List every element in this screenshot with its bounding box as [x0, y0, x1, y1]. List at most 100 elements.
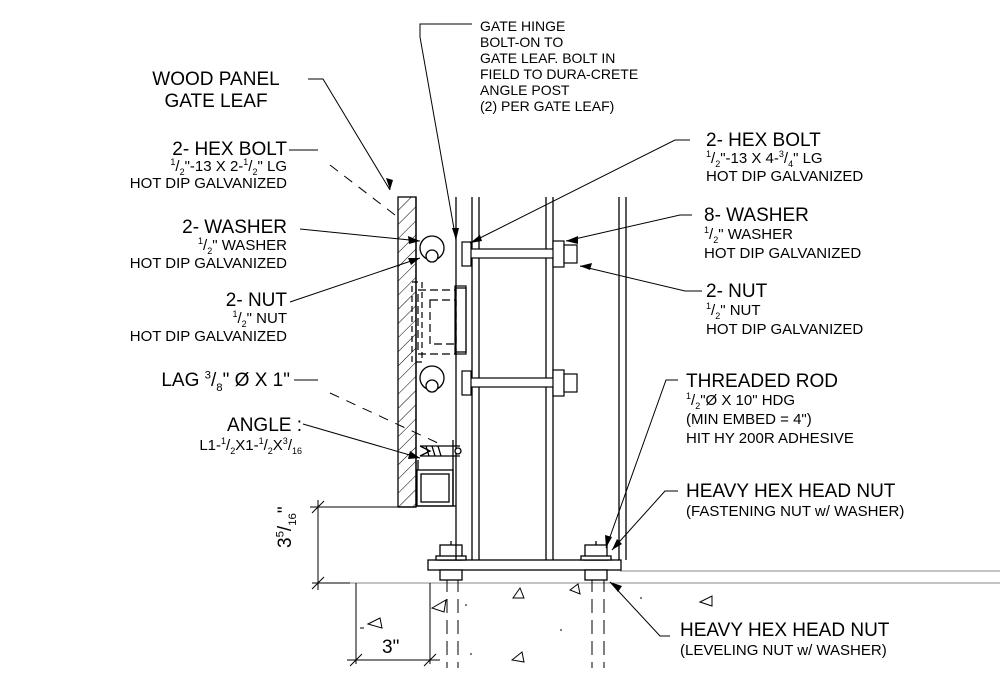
hex-bolt-right-spec: 1/2"-13 X 4-3/4" LG — [706, 149, 823, 169]
base-plate — [427, 541, 622, 581]
embedded-anchor-rods — [446, 578, 605, 668]
spec-text: X1- — [235, 437, 259, 454]
angle-title: ANGLE : — [227, 415, 302, 436]
hex-bolt-left-title: 2- HEX BOLT — [172, 139, 287, 160]
frac-den: 2 — [179, 167, 185, 177]
frac-num: 1 — [706, 301, 712, 311]
frac-den: 2 — [713, 235, 719, 245]
gate-bolt-heads — [419, 235, 445, 393]
hex-bolt-left-finish: HOT DIP GALVANIZED — [129, 175, 287, 192]
nut-right-finish: HOT DIP GALVANIZED — [706, 321, 864, 338]
spec-text: L1- — [199, 437, 222, 454]
frac-den: 16 — [286, 513, 299, 526]
threaded-rod-embed: (MIN EMBED = 4") — [686, 411, 812, 428]
frac-den: 2 — [715, 159, 721, 169]
frac-num: 5 — [274, 531, 287, 538]
washer-left-finish: HOT DIP GALVANIZED — [129, 255, 287, 272]
hhn-top-title: HEAVY HEX HEAD NUT — [686, 481, 896, 502]
nut-left-label: 2- NUT 1/2" NUT HOT DIP GALVANIZED — [129, 291, 287, 346]
heavy-hex-nut-top-label: HEAVY HEX HEAD NUT (FASTENING NUT w/ WAS… — [686, 482, 904, 522]
threaded-rod-spec: 1/2"Ø X 10" HDG — [686, 391, 796, 411]
spec-text: "-13 X 4- — [720, 150, 779, 167]
frac-den: 16 — [291, 446, 302, 456]
frac-den: 2 — [267, 446, 273, 456]
dimension-horizontal-label: 3" — [382, 638, 399, 657]
gate-hinge-line-5: ANGLE POST — [480, 82, 570, 98]
hhn-bottom-note: (LEVELING NUT w/ WASHER) — [680, 642, 887, 659]
hex-bolt-right-title: 2- HEX BOLT — [706, 130, 821, 151]
dim-unit: " — [275, 506, 296, 514]
dimension-vertical-label: 35/16" — [274, 506, 299, 548]
frac-num: 1 — [258, 436, 264, 446]
frac-num: 1 — [243, 157, 249, 167]
hhn-top-note: (FASTENING NUT w/ WASHER) — [686, 503, 905, 520]
wood-panel-line-1: WOOD PANEL — [152, 69, 280, 90]
gate-hinge-line-2: BOLT-ON TO — [480, 34, 564, 50]
threaded-rod-adhesive: HIT HY 200R ADHESIVE — [686, 430, 854, 447]
nut-left-size: 1/2" NUT — [232, 309, 287, 329]
gate-hinge-line-3: GATE LEAF. BOLT IN — [480, 50, 616, 66]
size-text: " WASHER — [718, 226, 793, 243]
gate-hinge-label: GATE HINGE BOLT-ON TO GATE LEAF. BOLT IN… — [480, 18, 638, 114]
spec-text: X — [272, 437, 283, 454]
gate-hinge-line-6: (2) PER GATE LEAF) — [480, 98, 615, 114]
size-text: " NUT — [246, 310, 287, 327]
hinge-bracket — [411, 281, 467, 363]
angle-spec: L1-1/2X1-1/2X3/16 — [199, 436, 302, 456]
spec-text: "Ø X 10" HDG — [700, 392, 796, 409]
gate-hinge-line-4: FIELD TO DURA-CRETE — [480, 66, 639, 82]
lag-label: LAG 3/8" Ø X 1" — [161, 369, 290, 394]
dimension-lines — [310, 500, 440, 667]
through-bolts — [461, 240, 578, 397]
frac-num: 1 — [198, 236, 204, 246]
wood-panel-gate-leaf — [397, 196, 417, 508]
frac-den: 2 — [207, 246, 213, 256]
hex-bolt-right-label: 2- HEX BOLT 1/2"-13 X 4-3/4" LG HOT DIP … — [706, 130, 863, 186]
frac-num: 1 — [686, 391, 692, 401]
frac-num: 1 — [706, 149, 712, 159]
angle-with-lag — [416, 440, 462, 507]
spec-text: "-13 X 2- — [184, 158, 244, 175]
frac-num: 3 — [778, 149, 784, 159]
frac-num: 1 — [232, 309, 238, 319]
hex-bolt-left-label: 2- HEX BOLT 1/2"-13 X 2-1/2" LG HOT DIP … — [129, 139, 287, 192]
frac-num: 3 — [282, 436, 288, 446]
washer-right-size: 1/2" WASHER — [704, 225, 793, 245]
threaded-rod-label: THREADED ROD 1/2"Ø X 10" HDG (MIN EMBED … — [686, 372, 854, 448]
lag-prefix: LAG — [161, 370, 205, 391]
frac-den: 2 — [241, 319, 247, 329]
frac-den: 8 — [216, 381, 223, 394]
frac-num: 3 — [204, 369, 212, 382]
wood-panel-line-2: GATE LEAF — [164, 91, 268, 112]
heavy-hex-nut-bottom-label: HEAVY HEX HEAD NUT (LEVELING NUT w/ WASH… — [680, 621, 889, 661]
nut-right-title: 2- NUT — [706, 281, 768, 302]
wood-panel-label: WOOD PANEL GATE LEAF — [140, 69, 292, 113]
nut-right-label: 2- NUT 1/2" NUT HOT DIP GALVANIZED — [706, 282, 863, 339]
washer-left-title: 2- WASHER — [182, 217, 287, 238]
frac-num: 1 — [170, 157, 176, 167]
nut-left-finish: HOT DIP GALVANIZED — [129, 328, 287, 345]
gate-hinge-line-1: GATE HINGE — [480, 18, 566, 34]
dim-whole: 3 — [275, 537, 296, 548]
washer-right-finish: HOT DIP GALVANIZED — [704, 245, 862, 262]
dim-horizontal-text: 3" — [382, 637, 400, 658]
nut-right-size: 1/2" NUT — [706, 301, 761, 321]
threaded-rod-title: THREADED ROD — [686, 371, 839, 392]
spec-text: " LG — [793, 150, 823, 167]
frac-num: 1 — [221, 436, 227, 446]
frac-den: 2 — [252, 167, 258, 177]
washer-left-size: 1/2" WASHER — [198, 236, 287, 256]
washer-right-title: 8- WASHER — [704, 205, 809, 226]
size-text: " WASHER — [212, 237, 287, 254]
hhn-bottom-title: HEAVY HEX HEAD NUT — [680, 620, 890, 641]
frac-den: 4 — [788, 159, 794, 169]
lag-rest: " Ø X 1" — [222, 370, 290, 391]
washer-left-label: 2- WASHER 1/2" WASHER HOT DIP GALVANIZED — [129, 217, 287, 273]
angle-label: ANGLE : L1-1/2X1-1/2X3/16 — [199, 416, 302, 456]
leader-lines — [289, 23, 702, 637]
hex-bolt-left-spec: 1/2"-13 X 2-1/2" LG — [170, 157, 287, 177]
frac-den: 2 — [695, 401, 701, 411]
washer-right-label: 8- WASHER 1/2" WASHER HOT DIP GALVANIZED — [704, 206, 861, 263]
frac-num: 1 — [704, 225, 710, 235]
